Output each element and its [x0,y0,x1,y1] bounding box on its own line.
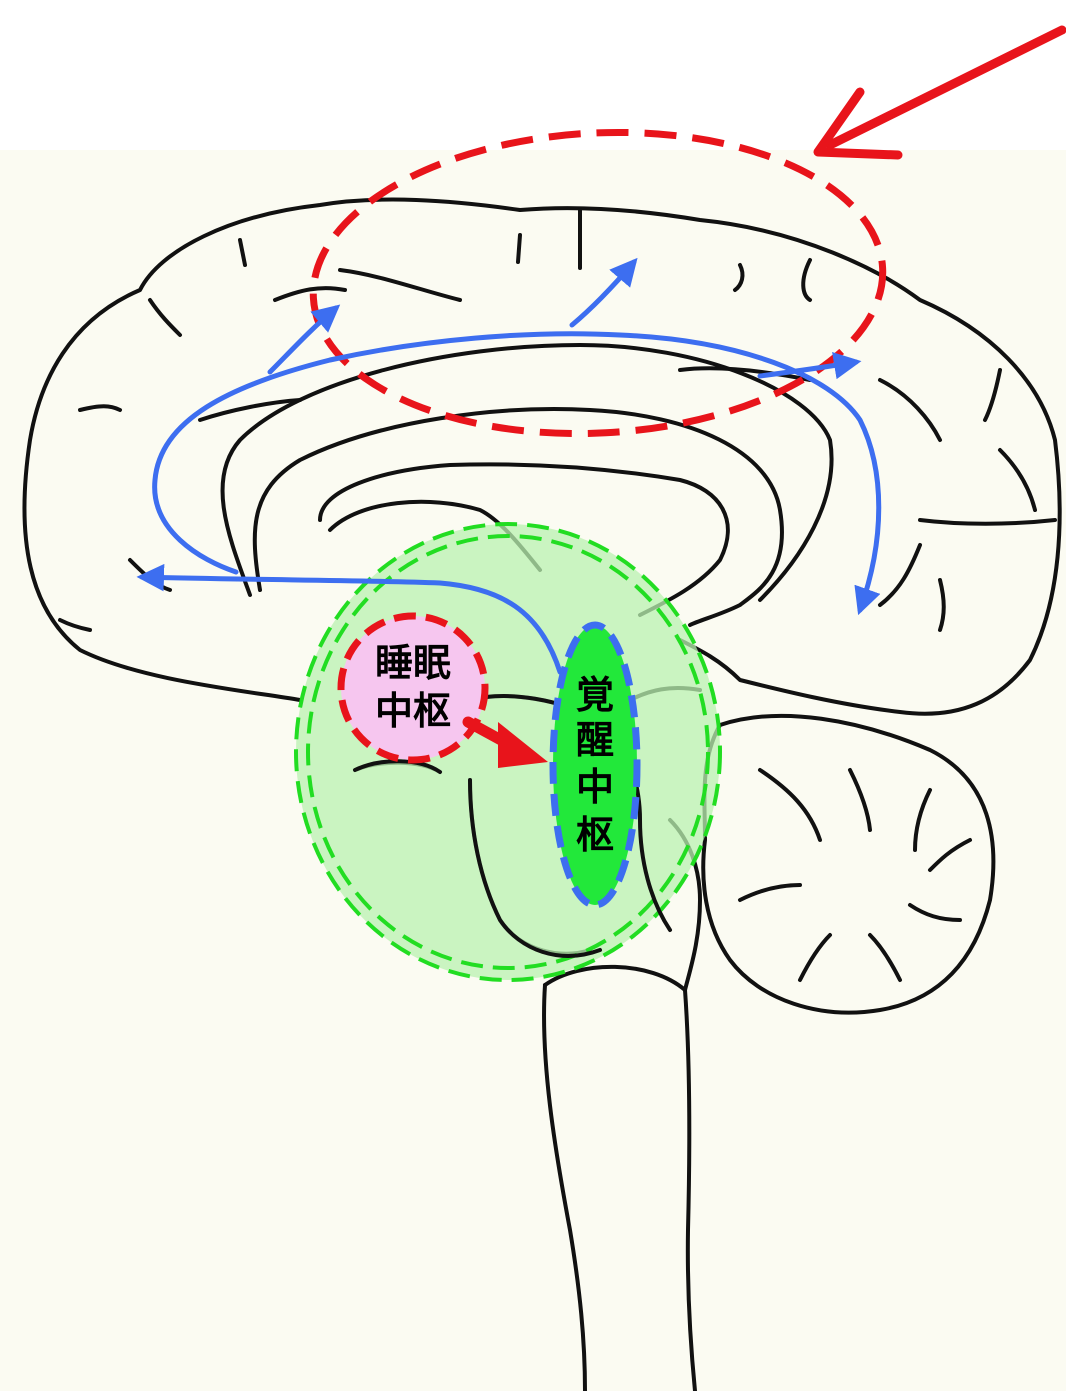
wake-center: 覚 醒 中 枢 [553,625,637,905]
wake-center-char-1: 覚 [576,673,614,717]
background-top [0,0,1066,150]
wake-center-char-2: 醒 [576,718,614,762]
sleep-center-line-2: 中枢 [375,689,451,733]
wake-center-char-3: 中 [576,765,614,809]
wake-center-char-4: 枢 [576,813,614,857]
sleep-center: 睡眠 中枢 [341,616,485,760]
cerebellum-outline [703,716,993,1013]
sleep-center-line-1: 睡眠 [375,641,451,685]
